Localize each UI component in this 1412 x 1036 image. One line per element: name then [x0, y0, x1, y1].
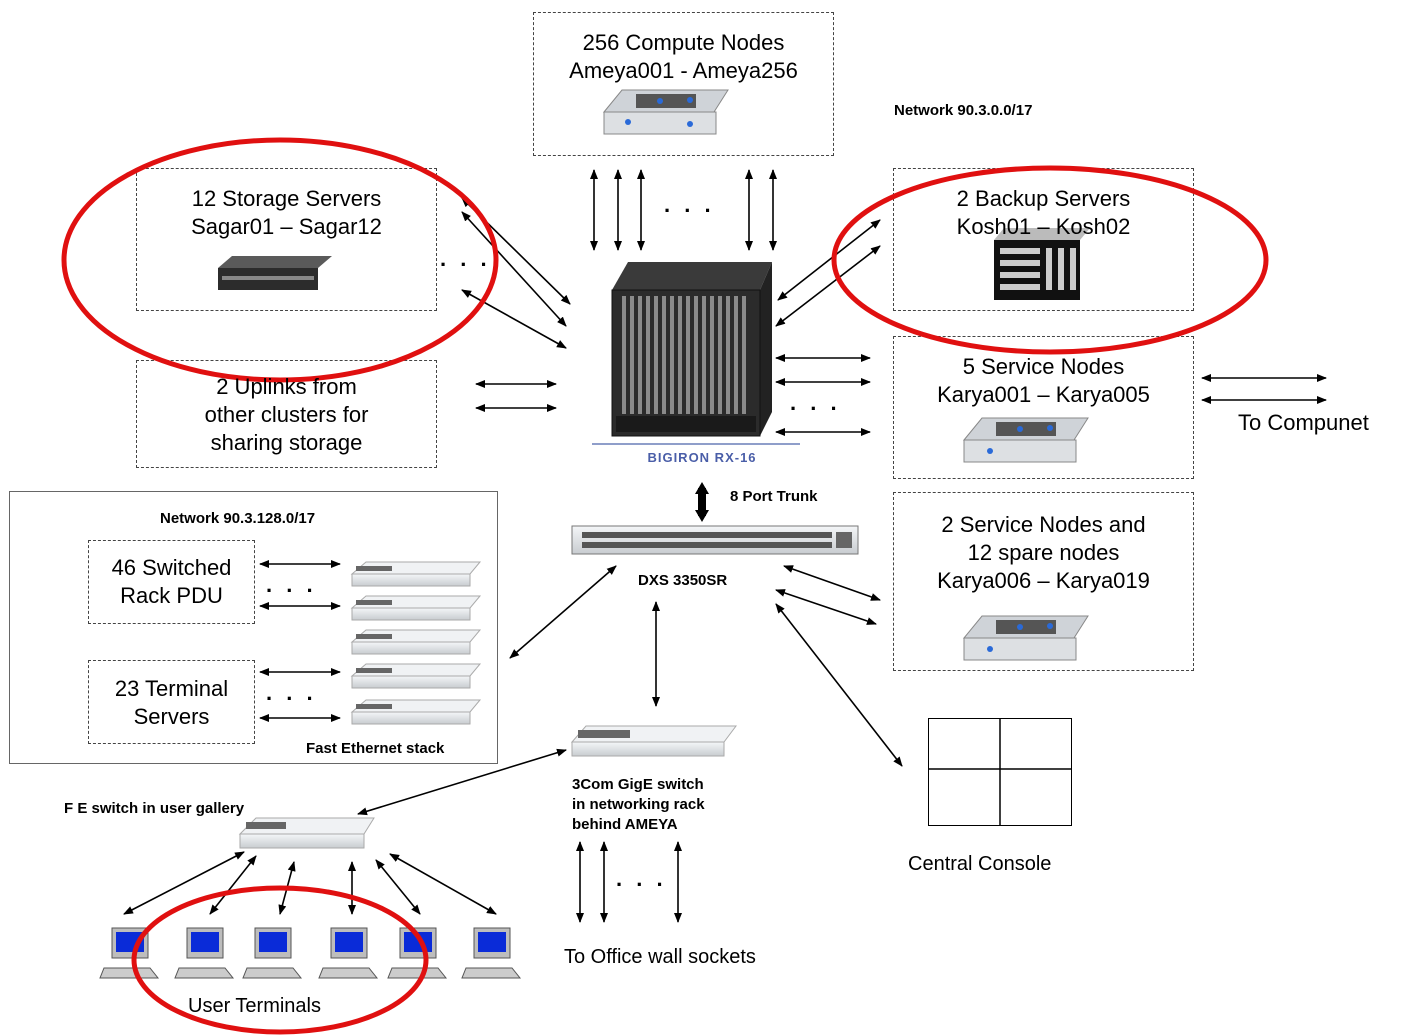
backup-range: Kosh01 – Kosh02 — [956, 214, 1131, 239]
fe-stack-label: Fast Ethernet stack — [306, 740, 445, 757]
users-highlight — [131, 885, 429, 1035]
network-bottom-label: Network 90.3.128.0/17 — [160, 510, 316, 527]
gige-line1: 3Com GigE switch — [572, 776, 704, 793]
service-ellipsis: . . . — [790, 390, 841, 415]
pc-icon — [242, 927, 303, 979]
bigiron-label: BIGIRON RX-16 — [647, 450, 757, 465]
storage-title: 12 Storage Servers — [191, 186, 382, 211]
dxs-switch-icon — [571, 525, 859, 555]
service5-range: Karya001 – Karya005 — [937, 382, 1150, 407]
storage-highlight — [61, 137, 499, 383]
compute-server-icon — [602, 89, 729, 135]
spare-line1: 2 Service Nodes and — [941, 512, 1146, 537]
user-pc-icons — [99, 927, 522, 979]
fe-gallery-label: F E switch in user gallery — [64, 800, 245, 817]
spare-line2: 12 spare nodes — [967, 540, 1120, 565]
spare-server-icon — [962, 615, 1089, 661]
gige-line3: behind AMEYA — [572, 816, 678, 833]
storage-ellipsis: . . . — [440, 246, 491, 271]
gige-line2: in networking rack — [572, 796, 705, 813]
pc-icon — [99, 927, 160, 979]
pdu-line1: 46 Switched — [111, 555, 232, 580]
storage-range: Sagar01 – Sagar12 — [191, 214, 382, 239]
dxs-label: DXS 3350SR — [638, 572, 728, 589]
service5-title: 5 Service Nodes — [962, 354, 1125, 379]
connection-arrows — [123, 169, 1327, 923]
bigiron-chassis-icon — [592, 262, 800, 445]
compunet-label: To Compunet — [1238, 410, 1369, 435]
terminal-line2: Servers — [133, 704, 210, 729]
console-label: Central Console — [908, 853, 1052, 875]
backup-title: 2 Backup Servers — [956, 186, 1131, 211]
terminal-ellipsis: . . . — [266, 680, 317, 705]
users-label: User Terminals — [188, 995, 321, 1017]
pc-icon — [461, 927, 522, 979]
uplinks-line2: other clusters for — [204, 402, 369, 427]
fe-gallery-switch-icon — [238, 817, 375, 849]
pdu-line2: Rack PDU — [120, 583, 223, 608]
service-server-icon — [962, 417, 1089, 463]
uplinks-line3: sharing storage — [210, 430, 363, 455]
backup-server-icon — [994, 228, 1090, 300]
terminal-line1: 23 Terminal — [114, 676, 229, 701]
compute-ellipsis: . . . — [664, 192, 715, 217]
pdu-box — [88, 540, 255, 624]
uplinks-line1: 2 Uplinks from — [216, 374, 357, 399]
backup-highlight — [831, 165, 1269, 355]
compute-title: 256 Compute Nodes — [582, 30, 785, 55]
office-label: To Office wall sockets — [564, 946, 756, 968]
pc-icon — [174, 927, 235, 979]
pc-icon — [318, 927, 379, 979]
terminal-servers-box — [88, 660, 255, 744]
highlight-ellipses — [61, 137, 1269, 1035]
trunk-label: 8 Port Trunk — [730, 488, 818, 505]
console-grid-lines — [929, 719, 1071, 825]
storage-server-icon — [218, 256, 332, 290]
network-top-label: Network 90.3.0.0/17 — [894, 102, 1033, 119]
gige-switch-icon — [570, 725, 737, 757]
pdu-ellipsis: . . . — [266, 572, 317, 597]
office-ellipsis: . . . — [616, 866, 667, 891]
compute-range: Ameya001 - Ameya256 — [569, 58, 798, 83]
fe-stack-icon — [350, 561, 482, 725]
spare-line3: Karya006 – Karya019 — [937, 568, 1150, 593]
